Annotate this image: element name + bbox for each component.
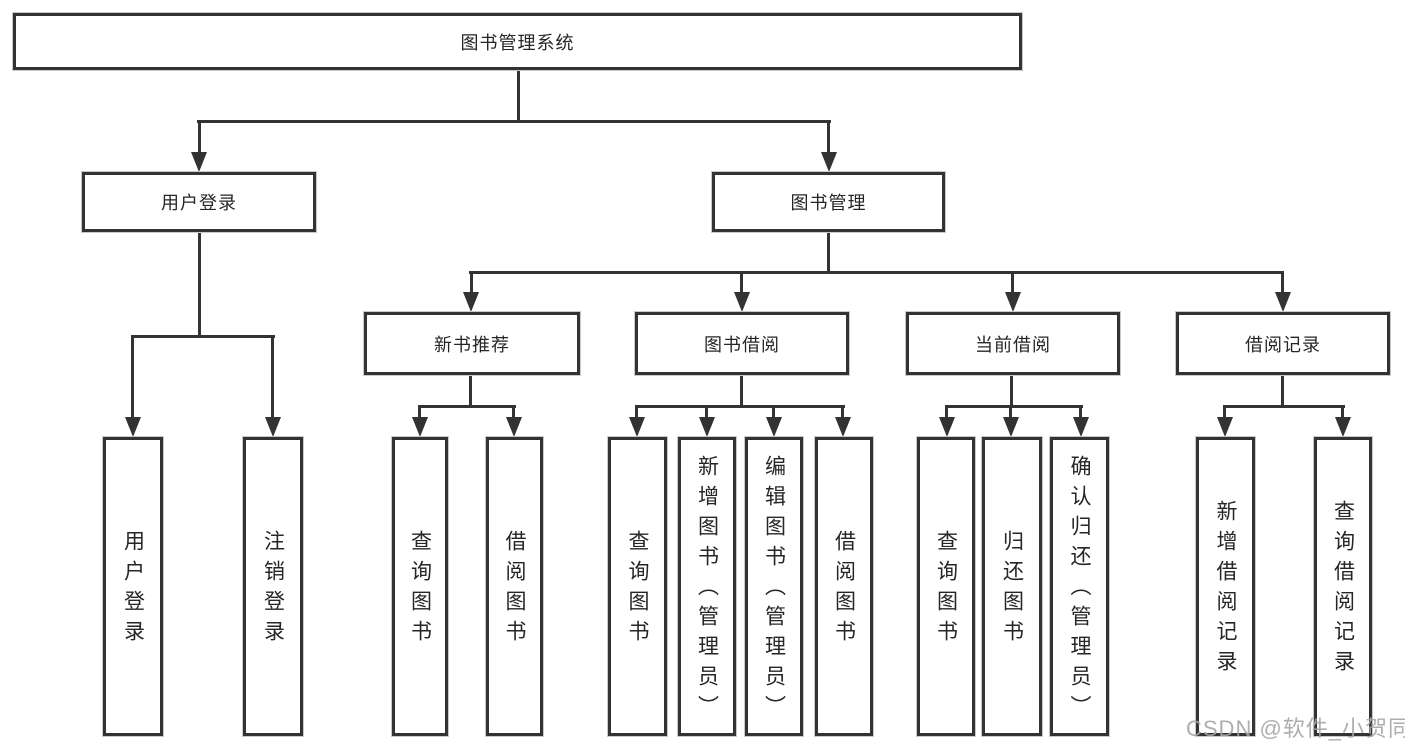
leaf-borrow-books-borrowing: 借阅图书 — [815, 437, 873, 736]
node-new-book-recommend: 新书推荐 — [364, 312, 580, 375]
connector-drop-query-current — [945, 405, 948, 419]
arrow-down-leaf-logout — [265, 417, 281, 437]
arrow-down-return-books — [1003, 417, 1019, 437]
arrow-down-leaf-user-login — [125, 417, 141, 437]
connector-level2-bar — [197, 120, 831, 123]
connector-drop-leaf-logout — [271, 335, 274, 417]
node-book-management: 图书管理 — [712, 172, 945, 232]
leaf-user-login: 用户登录 — [103, 437, 163, 736]
connector-drop-add-book — [705, 405, 708, 419]
connector-drop-query-recommend — [418, 405, 421, 419]
arrow-down-borrowing-records — [1275, 292, 1291, 312]
csdn-watermark: CSDN @软件_小贺同学 — [1186, 716, 1405, 741]
connector-drop-return-books — [1009, 405, 1012, 419]
connector-drop-query-record — [1341, 405, 1344, 419]
arrow-down-book-borrowing — [734, 292, 750, 312]
connector-current-borrowing-stem — [1010, 375, 1013, 408]
connector-root-stem — [517, 70, 520, 120]
connector-drop-current-borrowing — [1011, 271, 1014, 292]
arrow-down-new-book — [463, 292, 479, 312]
node-current-borrowing: 当前借阅 — [906, 312, 1120, 375]
leaf-confirm-return-admin: 确认归还（管理员） — [1050, 437, 1109, 736]
node-borrowing-records: 借阅记录 — [1176, 312, 1390, 375]
arrow-down-borrow-recommend — [506, 417, 522, 437]
connector-user-login-stem — [198, 232, 201, 335]
leaf-edit-book-admin: 编辑图书（管理员） — [745, 437, 803, 736]
arrow-down-borrow-book — [835, 417, 851, 437]
connector-drop-user-login — [198, 120, 201, 152]
arrow-down-query-current — [939, 417, 955, 437]
arrow-down-query-recommend — [412, 417, 428, 437]
leaf-return-books: 归还图书 — [982, 437, 1042, 736]
leaf-query-borrow-record: 查询借阅记录 — [1314, 437, 1372, 736]
leaf-query-books-current: 查询图书 — [917, 437, 975, 736]
connector-book-borrowing-stem — [740, 375, 743, 408]
leaf-borrow-books-recommend: 借阅图书 — [486, 437, 543, 736]
connector-drop-query-borrowing — [635, 405, 638, 419]
connector-drop-borrow-recommend — [512, 405, 515, 419]
arrow-down-add-record — [1217, 417, 1233, 437]
connector-drop-leaf-user-login — [131, 335, 134, 417]
leaf-logout: 注销登录 — [243, 437, 303, 736]
connector-new-book-bar — [418, 405, 516, 408]
arrow-down-book-management — [821, 152, 837, 172]
connector-book-management-stem — [827, 232, 830, 274]
arrow-down-edit-book — [766, 417, 782, 437]
connector-user-login-bar — [131, 335, 275, 338]
leaf-add-book-admin: 新增图书（管理员） — [678, 437, 736, 736]
arrow-down-query-borrowing — [629, 417, 645, 437]
node-book-borrowing: 图书借阅 — [635, 312, 849, 375]
leaf-query-books-recommend: 查询图书 — [392, 437, 448, 736]
arrow-down-current-borrowing — [1005, 292, 1021, 312]
connector-drop-new-book — [470, 271, 473, 292]
connector-borrowing-records-bar — [1223, 405, 1345, 408]
connector-new-book-stem — [469, 375, 472, 408]
connector-current-borrowing-bar — [945, 405, 1083, 408]
arrow-down-add-book — [699, 417, 715, 437]
arrow-down-query-record — [1335, 417, 1351, 437]
connector-drop-confirm-return — [1079, 405, 1082, 419]
connector-drop-add-record — [1223, 405, 1226, 419]
leaf-add-borrow-record: 新增借阅记录 — [1196, 437, 1255, 736]
connector-drop-borrowing-records — [1281, 271, 1284, 292]
node-user-login: 用户登录 — [82, 172, 316, 232]
connector-book-borrowing-bar — [635, 405, 845, 408]
leaf-query-books-borrowing: 查询图书 — [608, 437, 667, 736]
arrow-down-confirm-return — [1073, 417, 1089, 437]
arrow-down-user-login — [191, 152, 207, 172]
connector-drop-edit-book — [772, 405, 775, 419]
connector-drop-borrow-book — [841, 405, 844, 419]
connector-borrowing-records-stem — [1281, 375, 1284, 408]
node-root-library-system: 图书管理系统 — [13, 13, 1022, 70]
connector-level3-bar — [469, 271, 1284, 274]
connector-drop-book-management — [827, 120, 830, 152]
connector-drop-book-borrowing — [740, 271, 743, 292]
